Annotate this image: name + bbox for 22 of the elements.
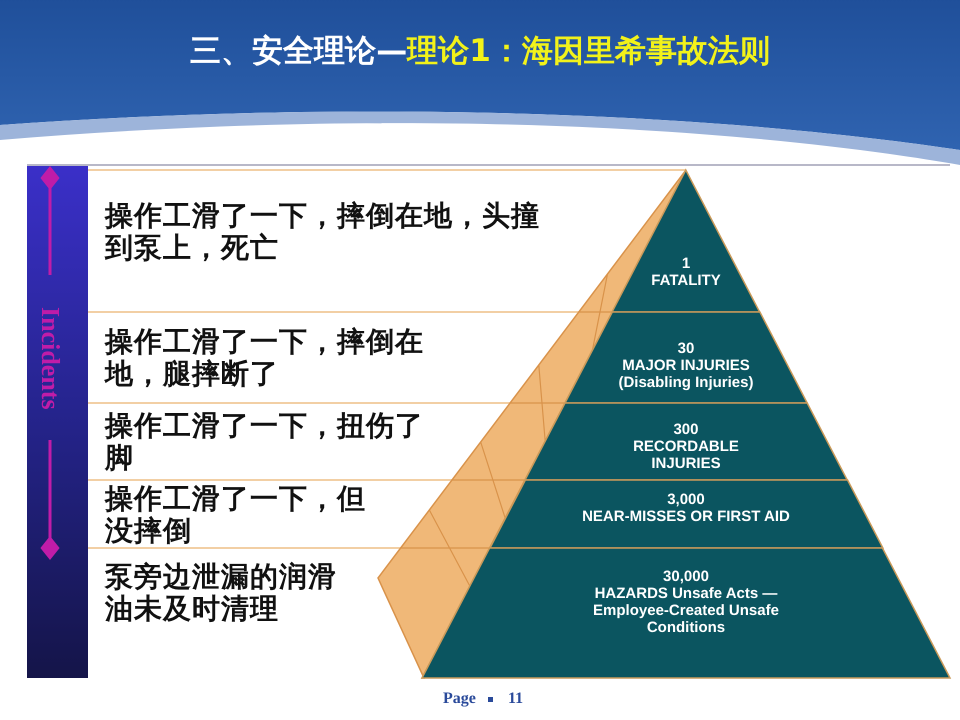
tier-count: 30,000	[662, 568, 710, 585]
tier-label: MAJOR INJURIES (Disabling Injuries)	[617, 357, 754, 391]
title: 三、安全理论—理论1：海因里希事故法则	[189, 32, 771, 71]
tier-label: FATALITY	[650, 272, 722, 289]
pyramid-tier	[612, 170, 760, 312]
tier-label: NEAR-MISSES OR FIRST AID	[581, 508, 791, 525]
tier-count: 3,000	[666, 491, 706, 508]
incident-description: 操作工滑了一下，但没摔倒	[105, 483, 367, 547]
tier-count: 30	[676, 340, 696, 357]
tier-label: RECORDABLE INJURIES	[632, 438, 740, 472]
tier-count: 300	[672, 421, 700, 438]
incident-description: 操作工滑了一下，摔倒在地，腿摔断了	[105, 326, 425, 390]
incident-description: 操作工滑了一下，扭伤了脚	[105, 410, 425, 474]
incident-description: 操作工滑了一下，摔倒在地，头撞到泵上，死亡	[105, 200, 541, 264]
axis-label: Incidents	[35, 306, 66, 412]
footer-text: Page	[443, 690, 476, 708]
pyramid-tier	[564, 312, 808, 403]
tier-label: HAZARDS Unsafe Acts —Employee-Created Unsafe Conditions	[592, 585, 780, 636]
pyramid-tier	[524, 403, 848, 480]
tier-count: 1	[680, 255, 692, 272]
page-number: 11	[508, 690, 524, 708]
incident-description: 泵旁边泄漏的润滑油未及时清理	[105, 561, 338, 625]
